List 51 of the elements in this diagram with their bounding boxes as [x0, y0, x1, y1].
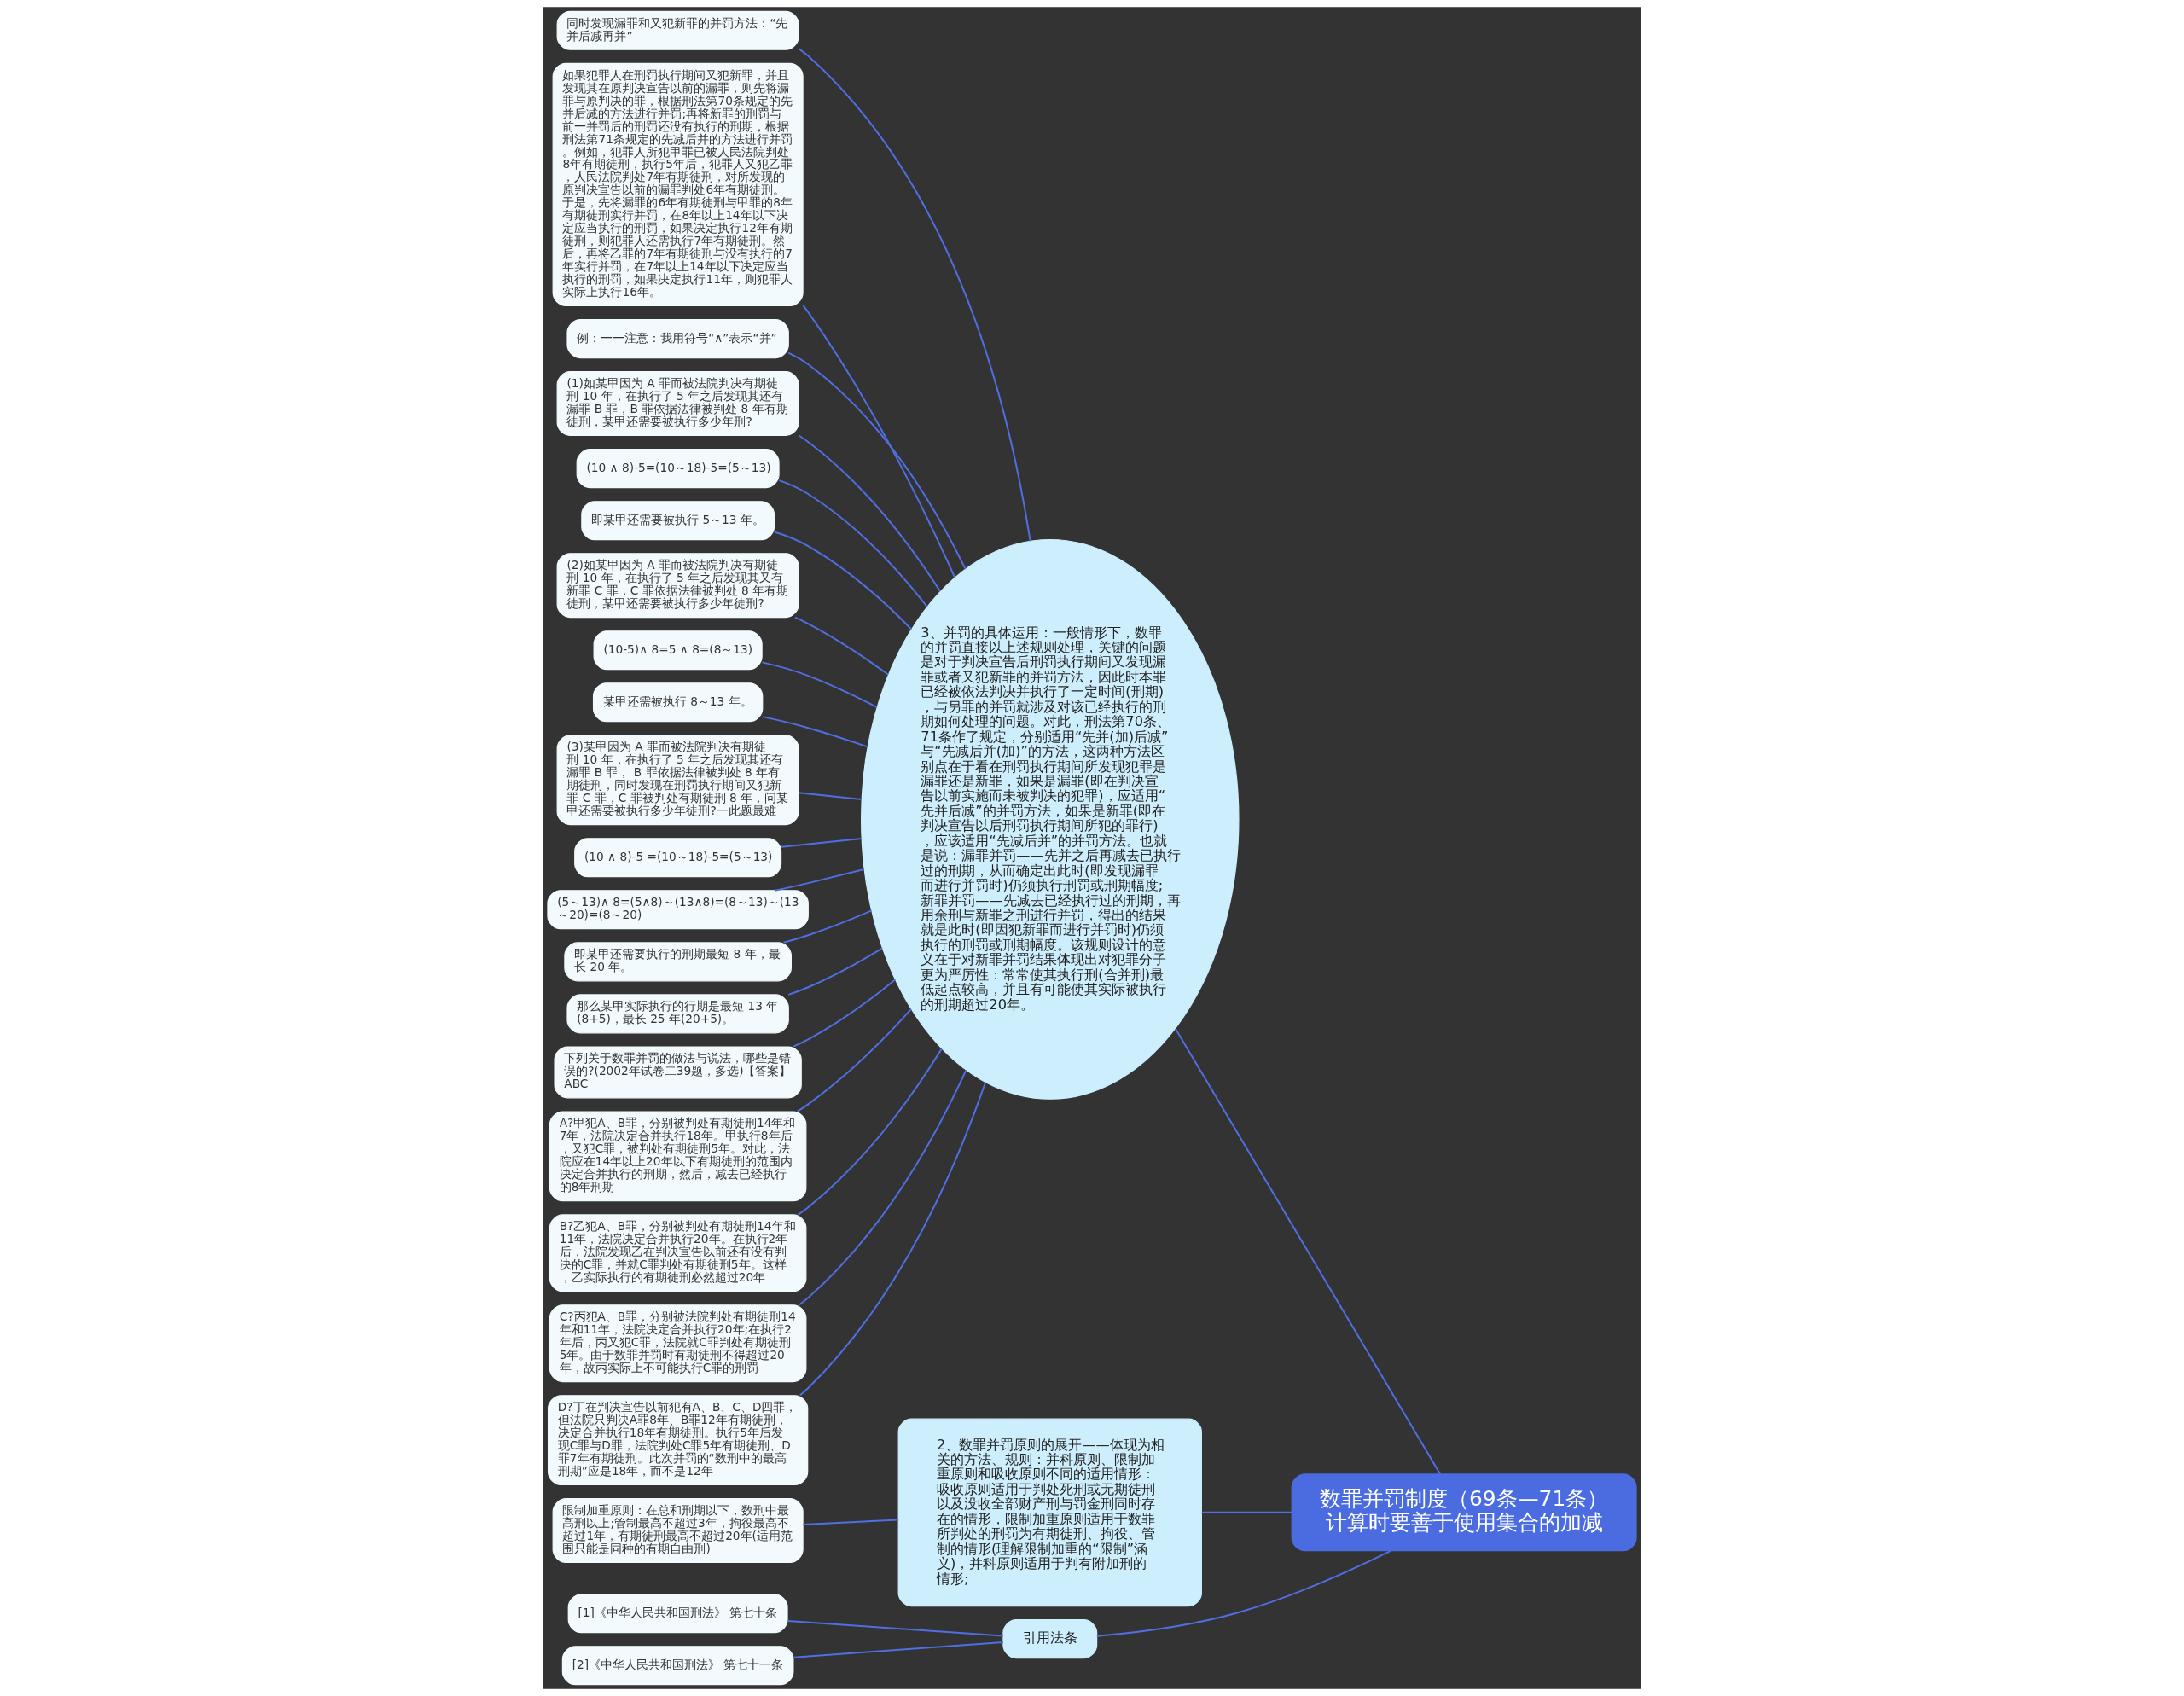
node-box: 即某甲还需要被执行 5～13 年。: [581, 501, 775, 541]
connector: [1200, 1511, 1292, 1513]
connector: [798, 1069, 967, 1306]
node-box: 数罪并罚制度（69条—71条）计算时要善于使用集合的加减: [1291, 1473, 1637, 1552]
node-box: (10 ∧ 8)-5 =(10～18)-5=(5～13): [574, 838, 782, 878]
node-box: C?丙犯A、B罪，分别被法院判处有期徒刑14年和11年，法院决定合并执行20年;在执行2年后，丙又犯C罪，法院就C罪判处有期徒刑5年。由于数罪并罚时有期徒刑不得超过20年，故丙实际上不可能执行C罪的刑罚: [549, 1304, 807, 1383]
connector: [793, 616, 890, 676]
connector: [787, 1620, 1004, 1637]
node-ellipse: 3、并罚的具体运用：一般情形下，数罪的并罚直接以上述规则处理，关键的问题是对于判决宣告后刑罚执行期间又发现漏罪或者又犯新罪的并罚方法，因此时本罪已经被依法判决并执行了一定时间(刑期)，与另罪的并罚就涉及对该已经执行的刑期如何处理的问题。对此，刑法第70条、71条作了规定，分别适用“先并(加)后减”与“先减后并(加)”的方法，这两种方法区别点在于看在刑罚执行期间所发现犯罪是漏罪还是新罪，如果是漏罪(即在判决宣告以前实施而未被判决的犯罪)，应适用“先并后减”的并罚方法，如果是新罪(即在判决宣告以后刑罚执行期间所犯的罪行)，应该适用“先减后并”的并罚方法。也就是说：漏罪并罚——先并之后再减去已执行过的刑期，从而确定出此时(即发现漏罪而进行并罚时)仍须执行刑罚或刑期幅度;新罪并罚——先减去已经执行过的刑期，再用余刑与新罪之刑进行并罚，得出的结果就是此时(即因犯新罪而进行并罚时)仍须执行的刑罚或刑期幅度。该规则设计的意义在于对新罪并罚结果体现出对犯罪分子更为严厉性：常常使其执行刑(合并刑)最低起点较高，并且有可能使其实际被执行的刑期超过20年。: [861, 538, 1240, 1100]
node-box: (1)如某甲因为 A 罪而被法院判决有期徒刑 10 年，在执行了 5 年之后发现其还有漏罪 B 罪，B 罪依据法律被判处 8 年有期徒刑，某甲还需要被执行多少年刑?: [556, 371, 799, 437]
connector: [798, 792, 863, 800]
node-box: A?甲犯A、B罪，分别被判处有期徒刑14年和7年，法院决定合并执行18年。甲执行8年后，又犯C罪，被判处有期徒刑5年。对此，法院应在14年以上20年以下有期徒刑的范围内决定合并执行的刑期，然后，减去已经执行的8年刑期: [549, 1111, 807, 1202]
connector: [781, 838, 863, 848]
node-box: 如果犯罪人在刑罚执行期间又犯新罪，并且发现其在原判决宣告以前的漏罪，则先将漏罪与原判决的罪，根据刑法第70条规定的先并后减的方法进行并罚;再将新罪的刑罚与前一并罚后的刑罚还没有执行的刑期，根据刑法第71条规定的先减后并的方法进行并罚。例如，犯罪人所犯甲罪已被人民法院判处8年有期徒刑，执行5年后，犯罪人又犯乙罪，人民法院判处7年有期徒刑，对所发现的原判决宣告以前的漏罪判处6年有期徒刑。于是，先将漏罪的6年有期徒刑与甲罪的8年有期徒刑实行并罚，在8年以上14年以下决定应当执行的刑罚，如果决定执行12年有期徒刑，则犯罪人还需执行7年有期徒刑。然后，再将乙罪的7年有期徒刑与没有执行的7年实行并罚，在7年以上14年以下决定应当执行的刑罚，如果决定执行11年，则犯罪人实际上执行16年。: [552, 62, 804, 307]
node-box: 某甲还需被执行 8～13 年。: [592, 682, 764, 723]
node-box: 即某甲还需要执行的刑期最短 8 年，最长 20 年。: [564, 942, 792, 982]
node-box: (3)某甲因为 A 罪而被法院判决有期徒刑 10 年，在执行了 5 年之后发现其还有漏罪 B 罪， B 罪依据法律被判处 8 年有期徒刑，同时发现在刑罚执行期间又犯新罪 C 罪，C 罪被判处有期徒刑 8 年，问某甲还需要被执行多少年徒刑?一此题最难: [556, 735, 799, 826]
node-box: [1]《中华人民共和国刑法》 第七十条: [567, 1594, 788, 1634]
node-box: 2、数罪并罚原则的展开——体现为相关的方法、规则：并科原则、限制加重原则和吸收原则不同的适用情形：吸收原则适用于判处死刑或无期徒刑以及没收全部财产刑与罚金刑同时存在的情形，限制加重原则适用于数罪所判处的刑罚为有期徒刑、拘役、管制的情形(理解限制加重的“限制”涵义)，并科原则适用于判有附加刑的情形;: [897, 1418, 1202, 1607]
connector: [1095, 1549, 1392, 1637]
connector: [761, 661, 878, 709]
node-box: 那么某甲实际执行的行期是最短 13 年(8+5)，最长 25 年(20+5)。: [566, 994, 789, 1034]
connector: [792, 979, 897, 1048]
node-box: (2)如某甲因为 A 罪而被法院判决有期徒刑 10 年，在执行了 5 年之后发现其又有新罪 C 罪，C 罪依据法律被判处 8 年有期徒刑，某甲还需要被执行多少年徒刑?: [556, 553, 799, 619]
node-box: D?丁在判决宣告以前犯有A、B、C、D四罪，但法院只判决A罪8年、B罪12年有期徒刑，决定合并执行18年有期徒刑。执行5年后发现C罪与D罪，法院判处C罪5年有期徒刑、D罪7年有期徒刑。此次并罚的“数刑中的最高刑期”应是18年，而不是12年: [548, 1395, 809, 1486]
connector: [796, 1008, 912, 1112]
node-box: 引用法条: [1002, 1619, 1098, 1659]
connector: [782, 909, 873, 944]
connector: [761, 716, 868, 748]
connector: [799, 1081, 987, 1397]
connector: [798, 434, 942, 593]
connector: [778, 479, 928, 608]
connector: [802, 1519, 900, 1525]
connector: [787, 351, 967, 571]
node-box: B?乙犯A、B罪，分别被判处有期徒刑14年和11年，法院决定合并执行20年。在执行2年后，法院发现乙在判决宣告以前还有没有判决的C罪，并就C罪判处有期徒刑5年。这样，乙实际执行的有期徒刑必然超过20年: [549, 1214, 807, 1292]
connector: [793, 1641, 1004, 1658]
connector: [797, 1048, 943, 1216]
node-box: (10-5)∧ 8=5 ∧ 8=(8～13): [593, 630, 763, 671]
node-box: 限制加重原则：在总和刑期以下，数刑中最高刑以上;管制最高不超过3年，拘役最高不超过1年，有期徒刑最高不超过20年(适用范围只能是同种的有期自由刑): [552, 1498, 804, 1564]
node-box: 下列关于数罪并罚的做法与说法，哪些是错误的?(2002年试卷二39题，多选)【答案】ABC: [554, 1046, 802, 1099]
connector: [787, 947, 884, 996]
connector: [1174, 1027, 1441, 1475]
connector: [773, 531, 913, 630]
node-box: 同时发现漏罪和又犯新罪的并罚方法：“先并后减再并”: [556, 10, 799, 50]
node-box: 例：一一注意：我用符号“∧”表示“并”: [566, 319, 789, 359]
connector: [798, 48, 1031, 543]
node-box: [2]《中华人民共和国刑法》 第七十一条: [561, 1646, 794, 1686]
connector: [774, 868, 865, 892]
node-box: (5～13)∧ 8=(5∧8)～(13∧8)=(8～13)～(13～20)=(8～20): [547, 890, 809, 930]
node-box: (10 ∧ 8)-5=(10～18)-5=(5～13): [576, 449, 780, 489]
connector: [802, 304, 956, 578]
